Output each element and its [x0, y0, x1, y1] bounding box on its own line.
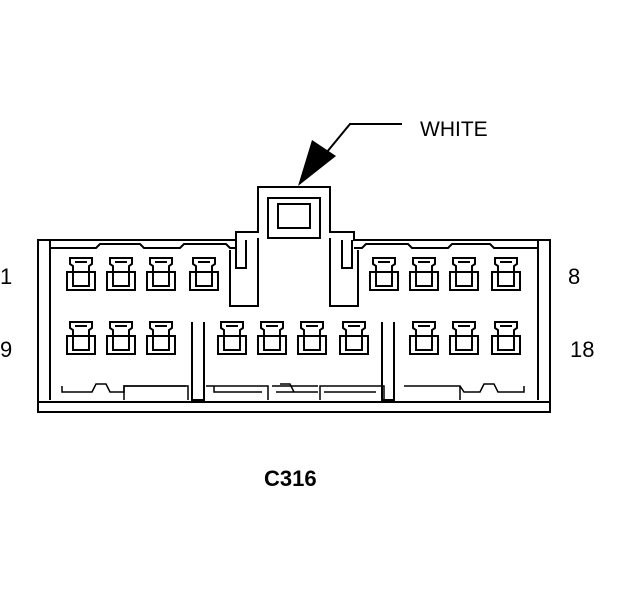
- terminal-4: [189, 257, 219, 291]
- terminal-10: [106, 321, 136, 355]
- leader-arrow: [298, 123, 402, 186]
- terminal-1: [66, 257, 96, 291]
- terminal-5: [369, 257, 399, 291]
- terminal-16: [409, 321, 439, 355]
- terminal-18: [491, 321, 521, 355]
- connector-color-label: WHITE: [420, 118, 488, 141]
- terminal-14: [297, 321, 327, 355]
- terminal-13: [257, 321, 287, 355]
- terminal-11: [146, 321, 176, 355]
- terminal-17: [449, 321, 479, 355]
- terminal-9: [66, 321, 96, 355]
- terminal-2: [106, 257, 136, 291]
- terminal-7: [449, 257, 479, 291]
- connector-name: C316: [264, 466, 317, 491]
- pin-label-8: 8: [568, 264, 580, 289]
- pin-label-18: 18: [570, 337, 594, 362]
- connector-body: [37, 186, 551, 413]
- terminal-cavities: [66, 257, 521, 355]
- pin-label-1: 1: [0, 264, 12, 289]
- terminal-15: [339, 321, 369, 355]
- terminal-3: [146, 257, 176, 291]
- terminal-8: [491, 257, 521, 291]
- terminal-12: [217, 321, 247, 355]
- terminal-6: [409, 257, 439, 291]
- pin-label-9: 9: [0, 337, 12, 362]
